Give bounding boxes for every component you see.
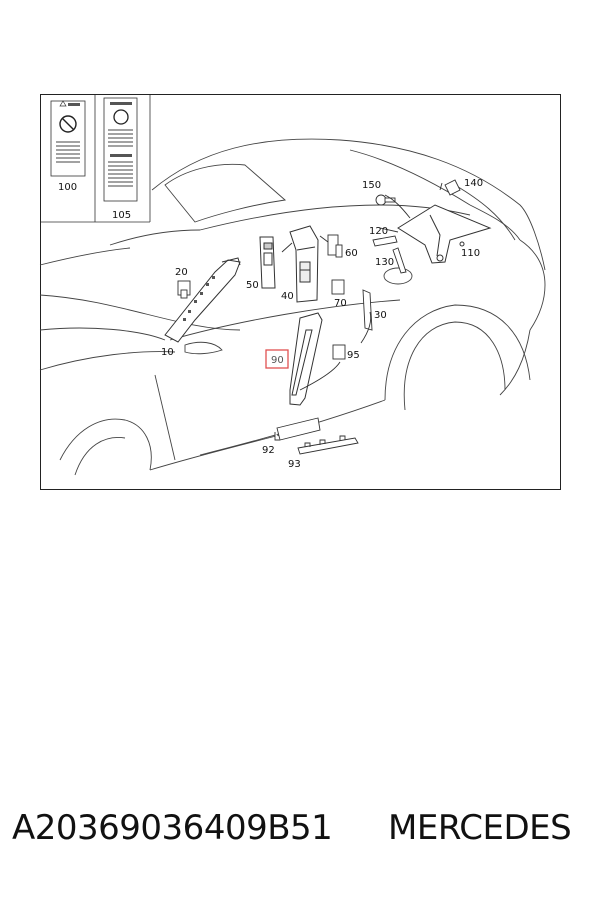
caption: A20369036409B51 MERCEDES bbox=[0, 808, 600, 858]
callout-20: 20 bbox=[175, 267, 188, 278]
part-93-strip bbox=[297, 435, 359, 455]
part-60-clip bbox=[327, 234, 343, 258]
callout-10: 10 bbox=[161, 347, 174, 358]
part-20-clip bbox=[177, 280, 191, 299]
callout-150: 150 bbox=[362, 180, 381, 191]
callout-60: 60 bbox=[345, 248, 358, 259]
callout-40: 40 bbox=[281, 291, 294, 302]
callout-105: 105 bbox=[112, 210, 131, 221]
warning-label-100 bbox=[50, 100, 86, 177]
part-90-b-pillar-lower-trim bbox=[289, 312, 323, 406]
part-50-cover bbox=[259, 236, 276, 289]
callout-93: 93 bbox=[288, 459, 301, 470]
part-110-rear-shelf-trim bbox=[397, 204, 492, 264]
part-150-bolt bbox=[375, 194, 396, 206]
part-95-clip bbox=[332, 344, 346, 360]
part-40-b-pillar-upper-trim bbox=[289, 225, 319, 303]
callout-110: 110 bbox=[461, 248, 480, 259]
brand-name: MERCEDES bbox=[388, 808, 572, 848]
callout-95: 95 bbox=[347, 350, 360, 361]
callout-90: 90 bbox=[271, 355, 284, 366]
part-10-a-pillar-trim bbox=[164, 257, 241, 343]
part-number: A20369036409B51 bbox=[12, 808, 333, 848]
part-140-clip bbox=[444, 179, 461, 196]
part-130-strip bbox=[392, 247, 407, 274]
callout-92: 92 bbox=[262, 445, 275, 456]
part-70-clip bbox=[331, 279, 345, 295]
callout-130: 130 bbox=[375, 257, 394, 268]
callout-50: 50 bbox=[246, 280, 259, 291]
part-120-bracket bbox=[372, 235, 398, 247]
callout-100: 100 bbox=[58, 182, 77, 193]
warning-label-panel bbox=[41, 95, 151, 223]
callout-30: 30 bbox=[374, 310, 387, 321]
leader-lines bbox=[281, 182, 443, 391]
warning-label-105 bbox=[103, 97, 138, 202]
part-30-strip bbox=[362, 289, 373, 331]
callout-140: 140 bbox=[464, 178, 483, 189]
callout-120: 120 bbox=[369, 226, 388, 237]
highlight-box bbox=[265, 349, 289, 369]
callout-70: 70 bbox=[334, 298, 347, 309]
part-92-bracket bbox=[274, 417, 321, 441]
